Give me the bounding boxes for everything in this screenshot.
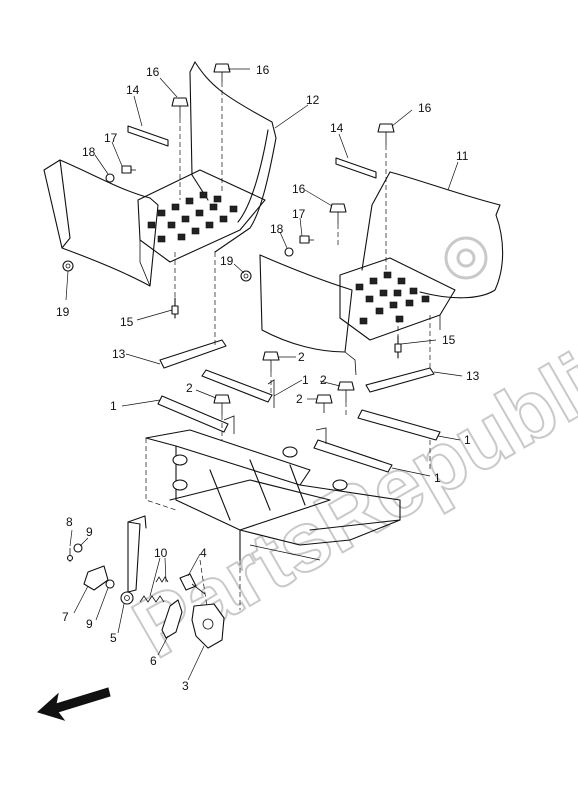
callout-2: 2 xyxy=(320,373,327,387)
callout-13: 13 xyxy=(466,369,480,383)
grommet-19-left-icon xyxy=(62,260,74,272)
callout-15: 15 xyxy=(442,333,456,347)
pin-15-left-icon xyxy=(171,297,179,319)
bolt-17-right-icon xyxy=(299,235,314,244)
callout-1: 1 xyxy=(302,373,309,387)
left-footboard-cleats xyxy=(147,191,238,243)
bracket-1-a xyxy=(201,369,273,403)
left-footrest-assembly xyxy=(43,61,277,287)
callout-18: 18 xyxy=(82,145,96,159)
pin-8-icon xyxy=(66,548,74,562)
callout-19: 19 xyxy=(56,305,70,319)
callout-2: 2 xyxy=(298,350,305,364)
grommet-19-right-icon xyxy=(240,270,252,282)
callout-3: 3 xyxy=(182,679,189,693)
plate-14-left xyxy=(127,125,169,147)
callout-17: 17 xyxy=(104,131,118,145)
callout-16: 16 xyxy=(146,65,160,79)
callout-7: 7 xyxy=(62,610,69,624)
frame xyxy=(145,429,401,561)
bracket-1-d xyxy=(313,439,393,473)
plate-14-right xyxy=(335,157,377,179)
bracket-13-right xyxy=(365,367,435,393)
callout-13: 13 xyxy=(112,347,126,361)
bolt-2-c-icon xyxy=(337,381,355,402)
bolt-2-d-icon xyxy=(315,394,333,413)
bolt-2-b-icon xyxy=(213,394,231,415)
front-arrow-icon xyxy=(37,687,111,721)
callout-16: 16 xyxy=(256,63,270,77)
callout-16: 16 xyxy=(418,101,432,115)
callout-15: 15 xyxy=(120,315,134,329)
right-footboard-cleats xyxy=(355,271,430,325)
bolt-16-left-icon xyxy=(171,97,189,118)
callout-1: 1 xyxy=(110,399,117,413)
callout-8: 8 xyxy=(66,515,73,529)
bolt-2-a-icon xyxy=(262,351,280,372)
hardware-items xyxy=(62,63,402,415)
callout-2: 2 xyxy=(296,392,303,406)
spring-10-icon xyxy=(139,595,165,603)
caliper-3 xyxy=(191,603,225,649)
callout-17: 17 xyxy=(292,207,306,221)
leader-lines xyxy=(65,68,463,681)
callout-6: 6 xyxy=(150,654,157,668)
callout-labels: 16 16 16 16 14 14 12 11 17 17 18 18 19 1… xyxy=(56,63,480,693)
washer-9b-icon xyxy=(105,579,115,589)
lever-6 xyxy=(161,599,183,639)
bolt-4-icon xyxy=(179,573,206,595)
callout-12: 12 xyxy=(306,93,320,107)
callout-1: 1 xyxy=(464,433,471,447)
watermark-gear-icon xyxy=(444,236,488,280)
callout-9: 9 xyxy=(86,617,93,631)
bracket-13-left xyxy=(159,339,227,369)
bolt-17-left-icon xyxy=(121,165,136,174)
bolt-16-right-mid-icon xyxy=(329,203,347,224)
bracket-7 xyxy=(83,565,109,591)
watermark-text: PartsRepublik xyxy=(118,312,578,676)
callout-11: 11 xyxy=(456,149,469,163)
callout-14: 14 xyxy=(330,121,344,135)
washer-18-right-icon xyxy=(284,247,294,257)
callout-5: 5 xyxy=(110,631,117,645)
callout-18: 18 xyxy=(270,222,284,236)
pin-15-right-icon xyxy=(394,335,402,359)
callout-16: 16 xyxy=(292,182,306,196)
callout-4: 4 xyxy=(200,546,207,560)
callout-19: 19 xyxy=(220,254,234,268)
bolt-16-top-icon xyxy=(213,63,231,82)
callout-10: 10 xyxy=(154,546,168,560)
bolt-16-right-top-icon xyxy=(377,123,395,145)
callout-1: 1 xyxy=(434,471,441,485)
callout-2: 2 xyxy=(186,381,193,395)
washer-18-left-icon xyxy=(105,173,115,183)
callout-14: 14 xyxy=(126,83,140,97)
right-footrest-assembly xyxy=(259,171,504,376)
callout-9: 9 xyxy=(86,525,93,539)
bracket-1-c xyxy=(357,409,441,441)
brackets xyxy=(157,339,441,473)
bracket-1-b xyxy=(157,395,229,433)
